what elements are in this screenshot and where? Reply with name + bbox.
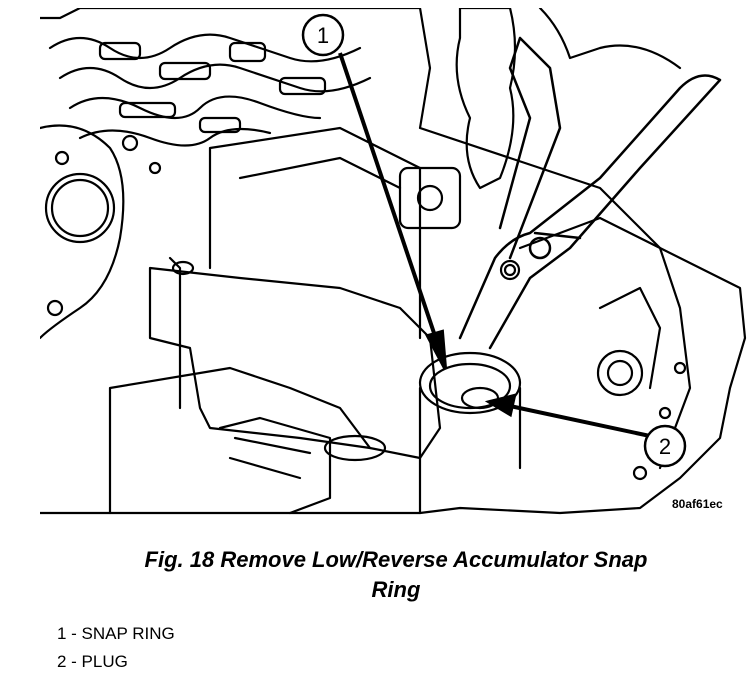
figure-caption: Fig. 18 Remove Low/Reverse Accumulator S… <box>40 545 752 605</box>
caption-line-2: Ring <box>371 577 421 602</box>
snap-ring-pliers <box>458 36 722 350</box>
callout-1 <box>301 13 345 57</box>
accumulator-housing <box>148 266 442 460</box>
accumulator-bore <box>418 351 522 415</box>
callout-1-number: 1 <box>317 23 329 48</box>
technical-illustration: 1 2 <box>40 8 747 515</box>
legend-item: 2 - PLUG <box>57 652 128 671</box>
callout-leaders <box>338 52 651 438</box>
callout-2-number: 2 <box>659 434 671 459</box>
callout-2 <box>643 424 687 468</box>
figure-reference-code: 80af61ec <box>672 497 723 511</box>
technician-hand <box>455 8 517 190</box>
valve-body-channels <box>48 33 372 147</box>
casting-outline <box>40 8 747 515</box>
caption-line-1: Fig. 18 Remove Low/Reverse Accumulator S… <box>144 547 648 572</box>
legend-item: 1 - SNAP RING <box>57 624 175 643</box>
